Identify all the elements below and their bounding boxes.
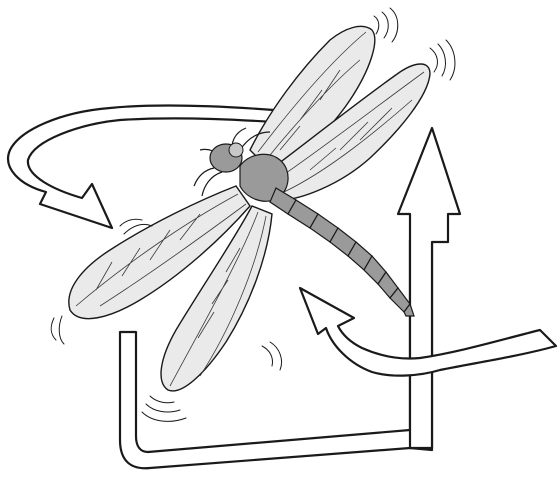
bottom-right-arrow-icon: [298, 286, 558, 377]
right-up-arrow-icon: [396, 126, 462, 450]
abdomen: [269, 187, 415, 317]
hind-wing-lower-icon: [160, 205, 273, 392]
fore-wing-lower-icon: [68, 185, 251, 320]
fore-wing-upper-veins: [257, 31, 367, 161]
vibration-marks: [50, 7, 456, 422]
eye-icon: [228, 142, 244, 158]
dragonfly: [68, 25, 431, 392]
hind-wing-upper-icon: [269, 63, 431, 201]
fore-wing-lower-veins: [75, 193, 247, 307]
hind-wing-lower-veins: [169, 211, 267, 387]
wings: [68, 25, 431, 392]
hind-wing-upper-veins: [275, 71, 425, 193]
